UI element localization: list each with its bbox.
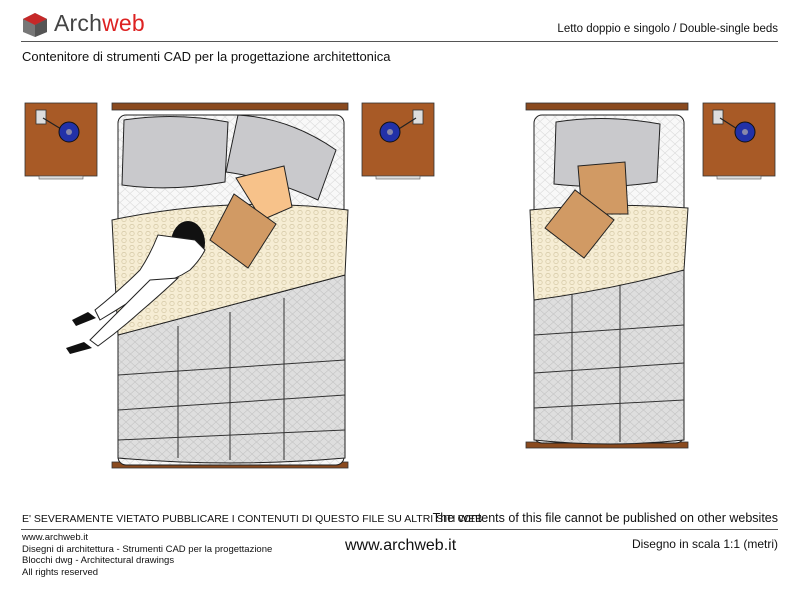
double-bed	[66, 102, 349, 469]
double-headboard	[111, 102, 349, 111]
footer-line: All rights reserved	[22, 566, 99, 578]
page-title: Letto doppio e singolo / Double-single b…	[557, 23, 778, 35]
logo-text-suffix: web	[102, 10, 145, 36]
footer-scale: Disegno in scala 1:1 (metri)	[631, 537, 778, 551]
nightstand-lamp-icon	[379, 109, 424, 143]
header-divider	[21, 41, 778, 42]
archweb-logo[interactable]: Archweb	[22, 8, 182, 40]
double-pillow-left	[121, 115, 229, 189]
nightstand-lamp-icon	[712, 109, 756, 143]
nightstand-single	[702, 102, 776, 180]
footer-url[interactable]: www.archweb.it	[345, 537, 457, 554]
nightstand-left	[24, 102, 98, 180]
footer-divider	[21, 529, 778, 530]
notice-english: The contents of this file cannot be publ…	[432, 511, 778, 525]
archweb-logo-icon	[23, 13, 47, 37]
bed-drawing	[24, 102, 776, 469]
double-cushion-light	[235, 165, 293, 221]
single-headboard	[525, 102, 689, 111]
page-subtitle: Contenitore di strumenti CAD per la prog…	[22, 49, 391, 64]
single-cushion-front	[544, 189, 615, 259]
nightstand-right	[361, 102, 435, 180]
logo-text-prefix: Arch	[54, 10, 103, 36]
nightstand-lamp-icon	[35, 109, 80, 143]
single-bed	[525, 102, 689, 449]
footer-line: Disegni di architettura - Strumenti CAD …	[22, 543, 273, 555]
notice-italian: E' SEVERAMENTE VIETATO PUBBLICARE I CONT…	[22, 513, 483, 525]
logo-text: Archweb	[54, 10, 145, 37]
footer-line: Blocchi dwg - Architectural drawings	[22, 555, 175, 566]
footer-line[interactable]: www.archweb.it	[22, 532, 88, 543]
footer-credits: www.archweb.it Disegni di architettura -…	[22, 532, 272, 578]
double-cushion-dark	[209, 193, 277, 269]
person-icon	[66, 221, 206, 354]
double-quilt	[117, 274, 346, 464]
